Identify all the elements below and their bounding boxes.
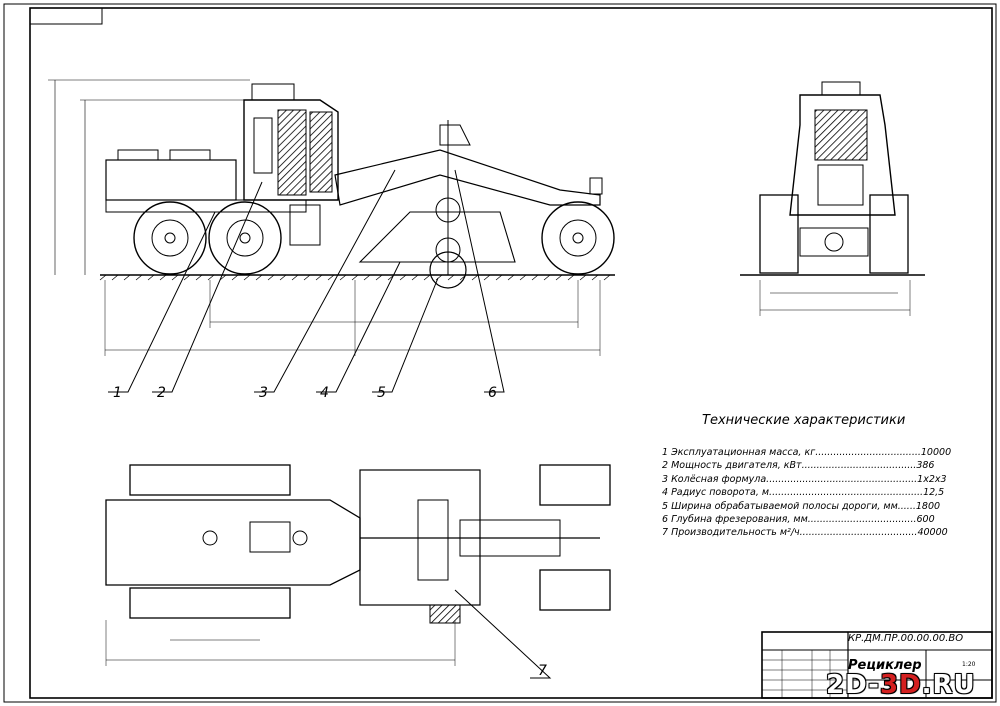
spec-item: 1 Эксплуатационная масса, кг............… [662, 447, 952, 458]
inner-frame [29, 7, 993, 699]
watermark-logo: 2D-3D.RU [826, 670, 976, 700]
drawing-scale: 1:20 [962, 661, 976, 668]
callout-4: 4 [320, 385, 329, 401]
drawing-name: Рециклер [848, 658, 922, 673]
callout-7: 7 [538, 663, 547, 679]
watermark-part: .RU [921, 670, 976, 700]
side-view [48, 79, 615, 356]
callout-1: 1 [113, 385, 122, 401]
spec-item: 7 Производительность м²/ч...............… [662, 527, 948, 539]
title-block [761, 631, 993, 699]
callout-2: 2 [157, 385, 166, 401]
callout-5: 5 [377, 385, 386, 401]
front-view [740, 81, 925, 316]
callout-leaders [108, 169, 552, 679]
specifications-title: Технические характеристики [702, 413, 906, 428]
specifications-panel: Технические характеристики 1 Эксплуатаци… [662, 413, 982, 540]
watermark-part: 3D [879, 670, 922, 700]
callout-labels: 1 2 3 4 5 6 7 [113, 385, 547, 679]
callout-6: 6 [488, 385, 497, 401]
callout-3: 3 [259, 385, 268, 401]
spec-item: 6 Глубина фрезерования, мм..............… [662, 514, 935, 526]
outer-frame [3, 3, 997, 703]
spec-item: 2 Мощность двигателя, кВт...............… [662, 460, 935, 472]
spec-item: 5 Ширина обрабатываемой полосы дороги, м… [662, 500, 941, 512]
watermark-part: 2D- [826, 670, 880, 700]
spec-item: 3 Колёсная формула......................… [662, 473, 947, 485]
spec-item: 4 Радиус поворота, м....................… [662, 487, 945, 499]
specifications-list: 1 Эксплуатационная масса, кг............… [662, 446, 982, 540]
corner-stamp [29, 7, 103, 25]
drawing-code: КР.ДМ.ПР.00.00.00.ВО [848, 633, 964, 644]
top-view [105, 464, 611, 666]
